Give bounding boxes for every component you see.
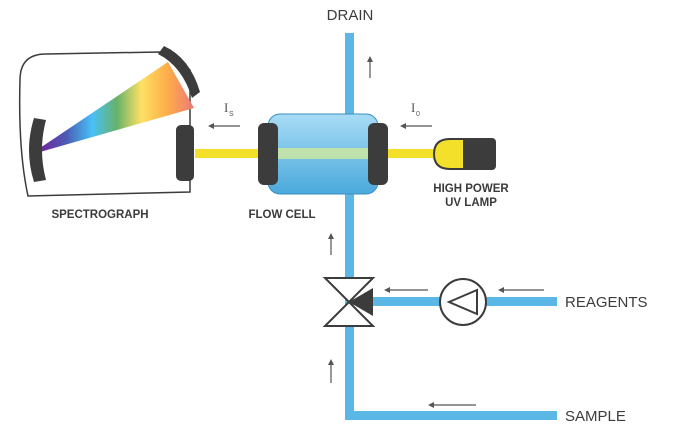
flow-arrows: [208, 56, 544, 408]
lamp-bulb: [432, 138, 465, 170]
sample-horizontal-tube: [345, 411, 557, 420]
spectrograph: [18, 46, 200, 197]
drain-tube: [345, 33, 354, 128]
spectrum-fade: [40, 62, 194, 152]
spectrograph-detector: [29, 118, 46, 182]
intensity-s-label: I: [224, 100, 228, 115]
spectrograph-label: SPECTROGRAPH: [51, 209, 148, 221]
lamp-label-line1: HIGH POWER: [433, 183, 509, 195]
pump-triangle: [446, 288, 478, 316]
intensity-0-subscript: 0: [416, 111, 420, 118]
valve-top-triangle: [322, 277, 376, 304]
arrow-left-reagents-inner: [384, 287, 428, 293]
flow-cell: [258, 113, 388, 195]
pump-icon: [439, 278, 487, 326]
arrow-left-reagents-outer: [498, 287, 544, 293]
intensity-0-label: I: [411, 100, 415, 115]
intensity-s-subscript: S: [229, 111, 234, 118]
beam-lamp-to-cell: [380, 149, 438, 158]
flow-cell-window-left: [258, 123, 278, 185]
valve-bottom-triangle: [322, 300, 376, 327]
flow-cell-label: FLOW CELL: [248, 209, 315, 221]
flow-cell-window-right: [368, 123, 388, 185]
sample-label: SAMPLE: [565, 408, 626, 425]
drain-label: DRAIN: [327, 7, 374, 24]
spectrograph-grating: [158, 46, 200, 98]
arrow-left-beam-lamp: [400, 123, 432, 129]
tubing: [345, 33, 557, 420]
reagents-label: REAGENTS: [565, 294, 648, 311]
arrow-up-sample: [328, 359, 334, 383]
three-way-valve-icon: [322, 277, 376, 327]
lamp-label-line2: UV LAMP: [445, 197, 497, 209]
sample-vertical-tube: [345, 300, 354, 420]
flow-cell-beam-core: [278, 148, 368, 159]
arrow-left-sample: [428, 402, 476, 408]
arrow-up-outlet: [328, 233, 334, 255]
spectrograph-entrance-slit: [176, 125, 194, 181]
cell-outlet-tube: [345, 185, 354, 300]
beam-cell-to-spectrograph: [195, 149, 265, 158]
arrow-up-drain: [367, 56, 373, 78]
valve-side-triangle: [349, 288, 373, 316]
uv-lamp-icon: [432, 138, 496, 170]
arrow-left-beam-cell: [208, 123, 240, 129]
